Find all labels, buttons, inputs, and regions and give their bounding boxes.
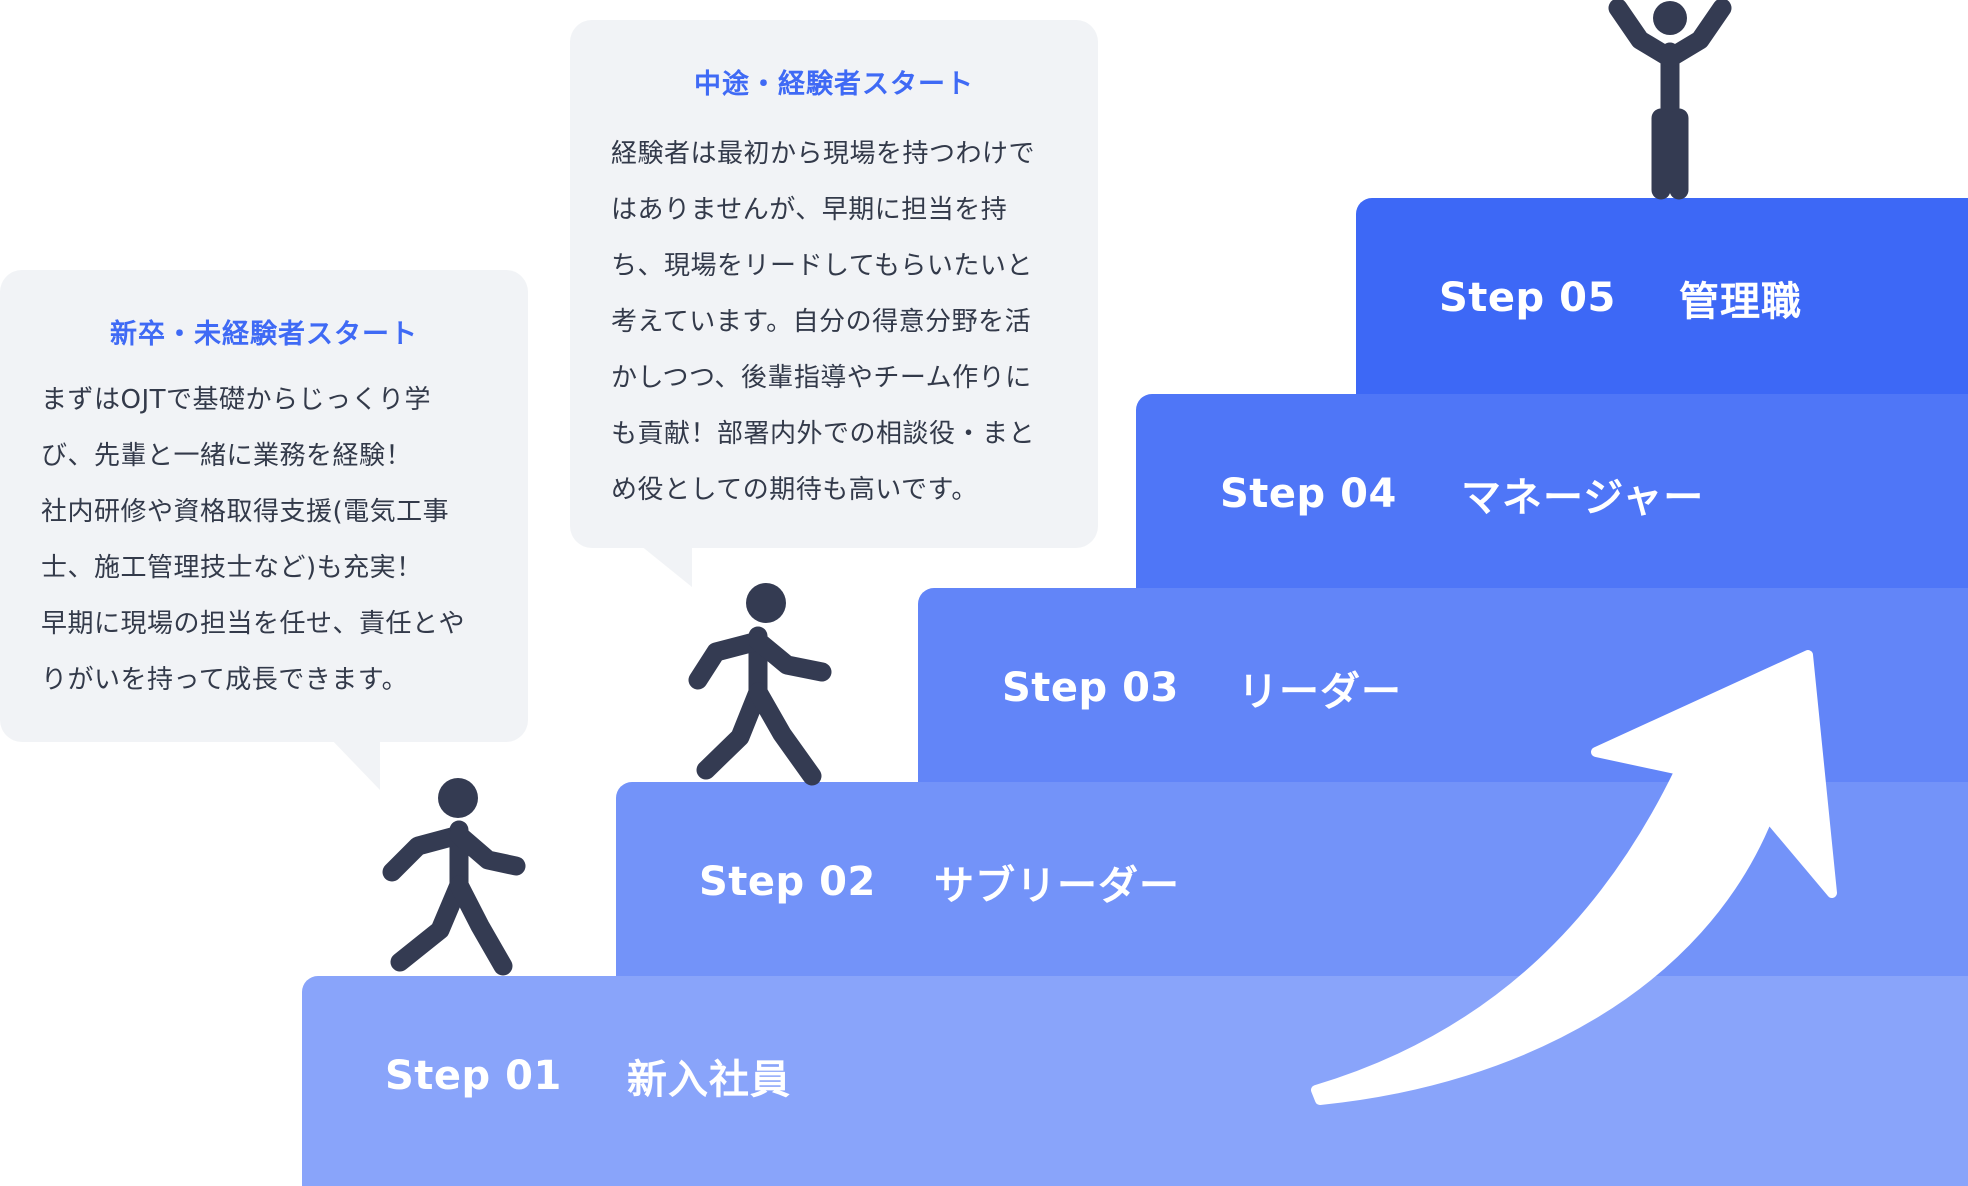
bubble-mid-career-title: 中途・経験者スタート bbox=[694, 69, 974, 100]
step-03-role: リーダー bbox=[1238, 669, 1402, 715]
step-05-role: 管理職 bbox=[1679, 279, 1802, 325]
step-05: Step 05 管理職 bbox=[1356, 198, 1968, 398]
bubble-tail-mid-career bbox=[640, 545, 692, 587]
step-03-label: Step 03 bbox=[1002, 665, 1179, 711]
step-04-label: Step 04 bbox=[1220, 471, 1397, 517]
step-02-role: サブリーダー bbox=[934, 863, 1180, 909]
bubble-mid-career: 中途・経験者スタート 経験者は最初から現場を持つわけで はありませんが、早期に担… bbox=[570, 20, 1098, 548]
bubble-new-grad: 新卒・未経験者スタート まずはOJTで基礎からじっくり学 び、先輩と一緒に業務を… bbox=[0, 270, 528, 742]
step-01-label: Step 01 bbox=[385, 1053, 562, 1099]
step-01: Step 01 新入社員 bbox=[302, 976, 1968, 1186]
step-02-label: Step 02 bbox=[699, 859, 876, 905]
bubble-mid-career-text: 経験者は最初から現場を持つわけで はありませんが、早期に担当を持 ち、現場をリー… bbox=[611, 139, 1036, 505]
step-01-role: 新入社員 bbox=[627, 1057, 791, 1103]
step-04-role: マネージャー bbox=[1461, 475, 1705, 521]
bubble-new-grad-text: まずはOJTで基礎からじっくり学 び、先輩と一緒に業務を経験！ 社内研修や資格取… bbox=[41, 385, 466, 695]
bubble-tail-new-grad bbox=[330, 738, 380, 790]
step-04: Step 04 マネージャー bbox=[1136, 394, 1968, 594]
step-05-label: Step 05 bbox=[1439, 275, 1616, 321]
bubble-new-grad-title: 新卒・未経験者スタート bbox=[110, 319, 418, 350]
